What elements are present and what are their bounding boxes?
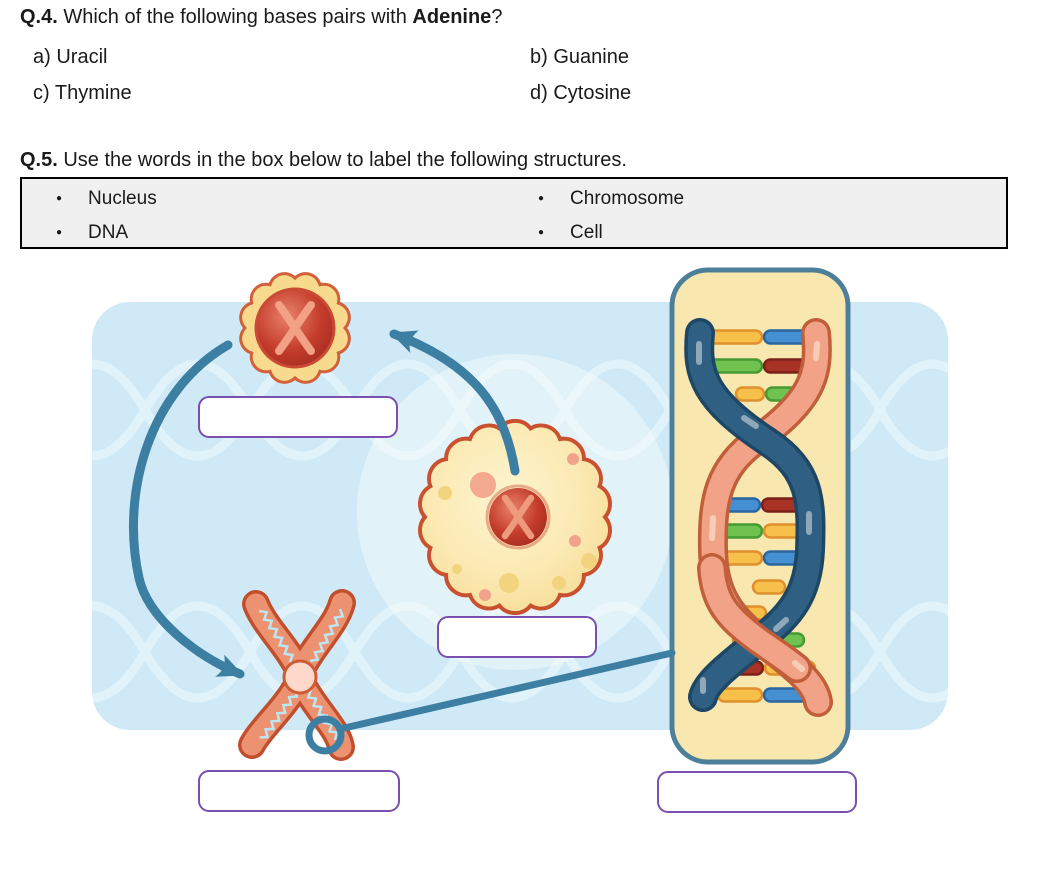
bullet-icon: ●: [56, 193, 63, 204]
centromere: [282, 659, 318, 695]
arrow-nucleus-to-chromosome: [129, 340, 245, 679]
chromatin-coil-lines: [258, 608, 345, 741]
cell-illustration: [417, 418, 613, 616]
dna-strand-blue: [687, 321, 822, 709]
labelling-diagram: [0, 250, 1040, 876]
cell-nucleus-ring: [485, 484, 551, 550]
q4-option-d: d) Cytosine: [530, 82, 632, 104]
bullet-icon: ●: [538, 227, 545, 238]
dna-strands: [684, 318, 833, 717]
q5-question: Q.5. Use the words in the box below to l…: [20, 149, 627, 172]
magnifier-circle: [305, 715, 345, 755]
q4-bold-term: Adenine: [412, 6, 492, 28]
bullet-icon: ●: [538, 193, 545, 204]
strand-highlights-salmon: [709, 341, 820, 672]
q4-text: Which of the following bases pairs with: [57, 6, 413, 28]
strand-highlights-blue: [696, 341, 812, 694]
word-bank-item-dna: ●DNA: [56, 222, 129, 243]
dna-strand-salmon-cross: [700, 556, 809, 680]
word-bank-item-nucleus: ●Nucleus: [56, 188, 157, 209]
answer-box-dna[interactable]: [657, 771, 857, 813]
cell-organelle-dots: [438, 453, 597, 601]
arrow-cell-to-nucleus: [389, 329, 520, 476]
dna-double-helix-card: [669, 267, 851, 765]
word-bank-box: ●Nucleus ●DNA ●Chromosome ●Cell: [20, 177, 1008, 249]
q4-number: Q.4.: [20, 6, 58, 28]
diagram-illustration: [92, 267, 948, 765]
connector-line-chromosome-to-dna: [336, 649, 676, 733]
nucleus-chromosome-x: [275, 301, 315, 355]
answer-box-cell[interactable]: [437, 616, 597, 658]
word-bank-item-cell: ●Cell: [538, 222, 603, 243]
cell-nucleus-chromosome-x: [501, 494, 535, 540]
q4-question: Q.4. Which of the following bases pairs …: [20, 6, 503, 28]
answer-box-chromosome[interactable]: [198, 770, 400, 812]
word-bank-item-chromosome: ●Chromosome: [538, 188, 685, 209]
dna-base-pairs: [706, 329, 824, 703]
nucleus-illustration: [239, 272, 351, 384]
q4-option-a: a) Uracil: [33, 46, 108, 68]
bullet-icon: ●: [56, 227, 63, 238]
answer-box-nucleus[interactable]: [198, 396, 398, 438]
q5-text: Use the words in the box below to label …: [57, 149, 627, 171]
q4-option-b: b) Guanine: [530, 46, 629, 68]
q5-number: Q.5.: [20, 149, 58, 171]
q4-option-c: c) Thymine: [33, 82, 132, 104]
